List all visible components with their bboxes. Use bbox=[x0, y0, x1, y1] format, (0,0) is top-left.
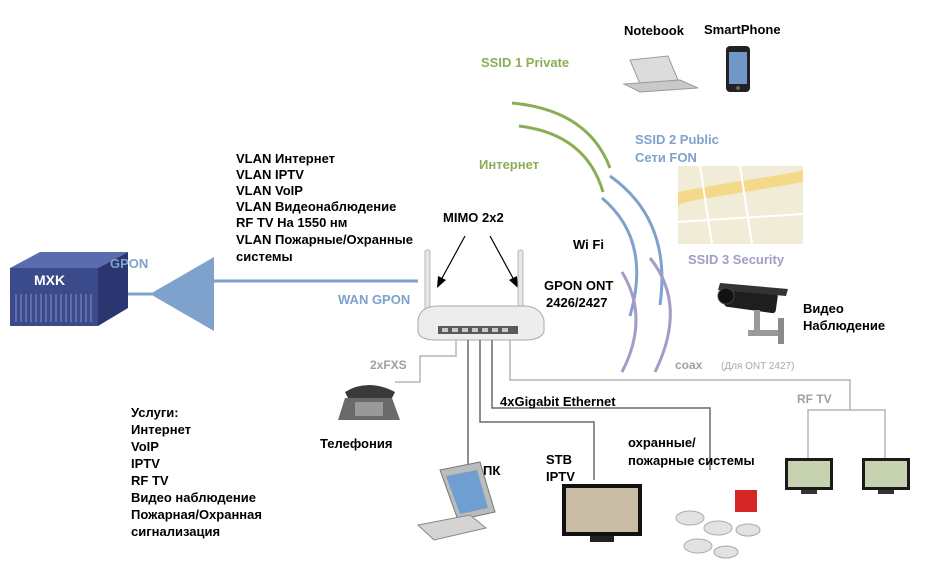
gpon-label: GPON bbox=[110, 256, 148, 271]
rftv-label: RF TV bbox=[797, 392, 832, 406]
mimo-arrows bbox=[437, 235, 518, 288]
wifi-arc-internet bbox=[518, 124, 605, 193]
tv-icon bbox=[785, 458, 833, 494]
vlan-line: VLAN VoIP bbox=[236, 183, 303, 198]
ont-label: GPON ONT bbox=[544, 278, 613, 293]
wifi-arc-security bbox=[648, 257, 672, 373]
vlan-line: VLAN Интернет bbox=[236, 151, 335, 166]
vlan-line: системы bbox=[236, 249, 293, 264]
service-item: сигнализация bbox=[131, 524, 220, 539]
ethernet-line-security bbox=[491, 340, 711, 470]
coax-note: (Для ONT 2427) bbox=[721, 361, 794, 372]
ssid2-sublabel: Сети FON bbox=[635, 150, 697, 165]
smartphone-icon bbox=[726, 46, 750, 92]
ssid3-label: SSID 3 Security bbox=[688, 252, 785, 267]
ont-model-label: 2426/2427 bbox=[546, 295, 607, 310]
coax-line bbox=[509, 340, 851, 390]
service-item: RF TV bbox=[131, 473, 169, 488]
services-title: Услуги: bbox=[131, 405, 179, 420]
gpon-ont-router bbox=[417, 249, 545, 341]
wifi-arc-private bbox=[511, 101, 612, 169]
service-item: IPTV bbox=[131, 456, 160, 471]
wifi-arc-public bbox=[609, 174, 664, 306]
surveillance-camera-icon bbox=[717, 283, 788, 344]
service-item: Видео наблюдение bbox=[131, 490, 256, 505]
coax-label: coax bbox=[675, 358, 703, 372]
vlan-list: VLAN Интернет VLAN IPTV VLAN VoIP VLAN В… bbox=[236, 151, 413, 264]
service-item: Пожарная/Охранная bbox=[131, 507, 262, 522]
fxs-line bbox=[395, 340, 457, 383]
vlan-line: RF TV На 1550 нм bbox=[236, 215, 347, 230]
ethernet-line-stb bbox=[479, 340, 595, 480]
mimo-label: MIMO 2x2 bbox=[443, 210, 504, 225]
notebook-label: Notebook bbox=[624, 23, 685, 38]
tv-icon bbox=[562, 484, 642, 542]
wifi-arc-security-inner bbox=[620, 271, 638, 373]
pc-label: ПК bbox=[483, 463, 500, 478]
vlan-line: VLAN IPTV bbox=[236, 167, 304, 182]
wan-gpon-label: WAN GPON bbox=[338, 292, 410, 307]
vlan-line: VLAN Пожарные/Охранные bbox=[236, 232, 413, 247]
service-item: Интернет bbox=[131, 422, 191, 437]
internet-wifi-label: Интернет bbox=[479, 157, 539, 172]
video-sublabel: Наблюдение bbox=[803, 318, 885, 333]
services-list: Услуги: Интернет VoIP IPTV RF TV Видео н… bbox=[131, 405, 262, 539]
telephone-icon bbox=[338, 385, 400, 420]
stb-sublabel: IPTV bbox=[546, 469, 575, 484]
fxs-label: 2xFXS bbox=[370, 358, 407, 372]
notebook-icon bbox=[622, 55, 699, 93]
mxk-label: MXK bbox=[34, 272, 65, 288]
smartphone-label: SmartPhone bbox=[704, 22, 781, 37]
fire-alarm-sensors-icon bbox=[675, 490, 761, 559]
ssid1-label: SSID 1 Private bbox=[481, 55, 569, 70]
pc-icon bbox=[416, 461, 496, 541]
security-sublabel: пожарные системы bbox=[628, 453, 755, 468]
video-label: Видео bbox=[803, 301, 844, 316]
service-item: VoIP bbox=[131, 439, 159, 454]
fon-map-image bbox=[677, 165, 804, 245]
stb-label: STB bbox=[546, 452, 572, 467]
mxk-olt-chassis: MXK bbox=[10, 252, 128, 326]
security-label: охранные/ bbox=[628, 435, 696, 450]
rftv-line-right bbox=[850, 409, 886, 458]
vlan-line: VLAN Видеонаблюдение bbox=[236, 199, 396, 214]
wifi-label: Wi Fi bbox=[573, 237, 604, 252]
ssid2-label: SSID 2 Public bbox=[635, 132, 719, 147]
telephony-label: Телефония bbox=[320, 436, 392, 451]
rftv-line-left bbox=[807, 390, 851, 458]
ethernet-label: 4xGigabit Ethernet bbox=[500, 394, 616, 409]
optical-splitter-icon bbox=[150, 257, 214, 331]
tv-icon bbox=[862, 458, 910, 494]
